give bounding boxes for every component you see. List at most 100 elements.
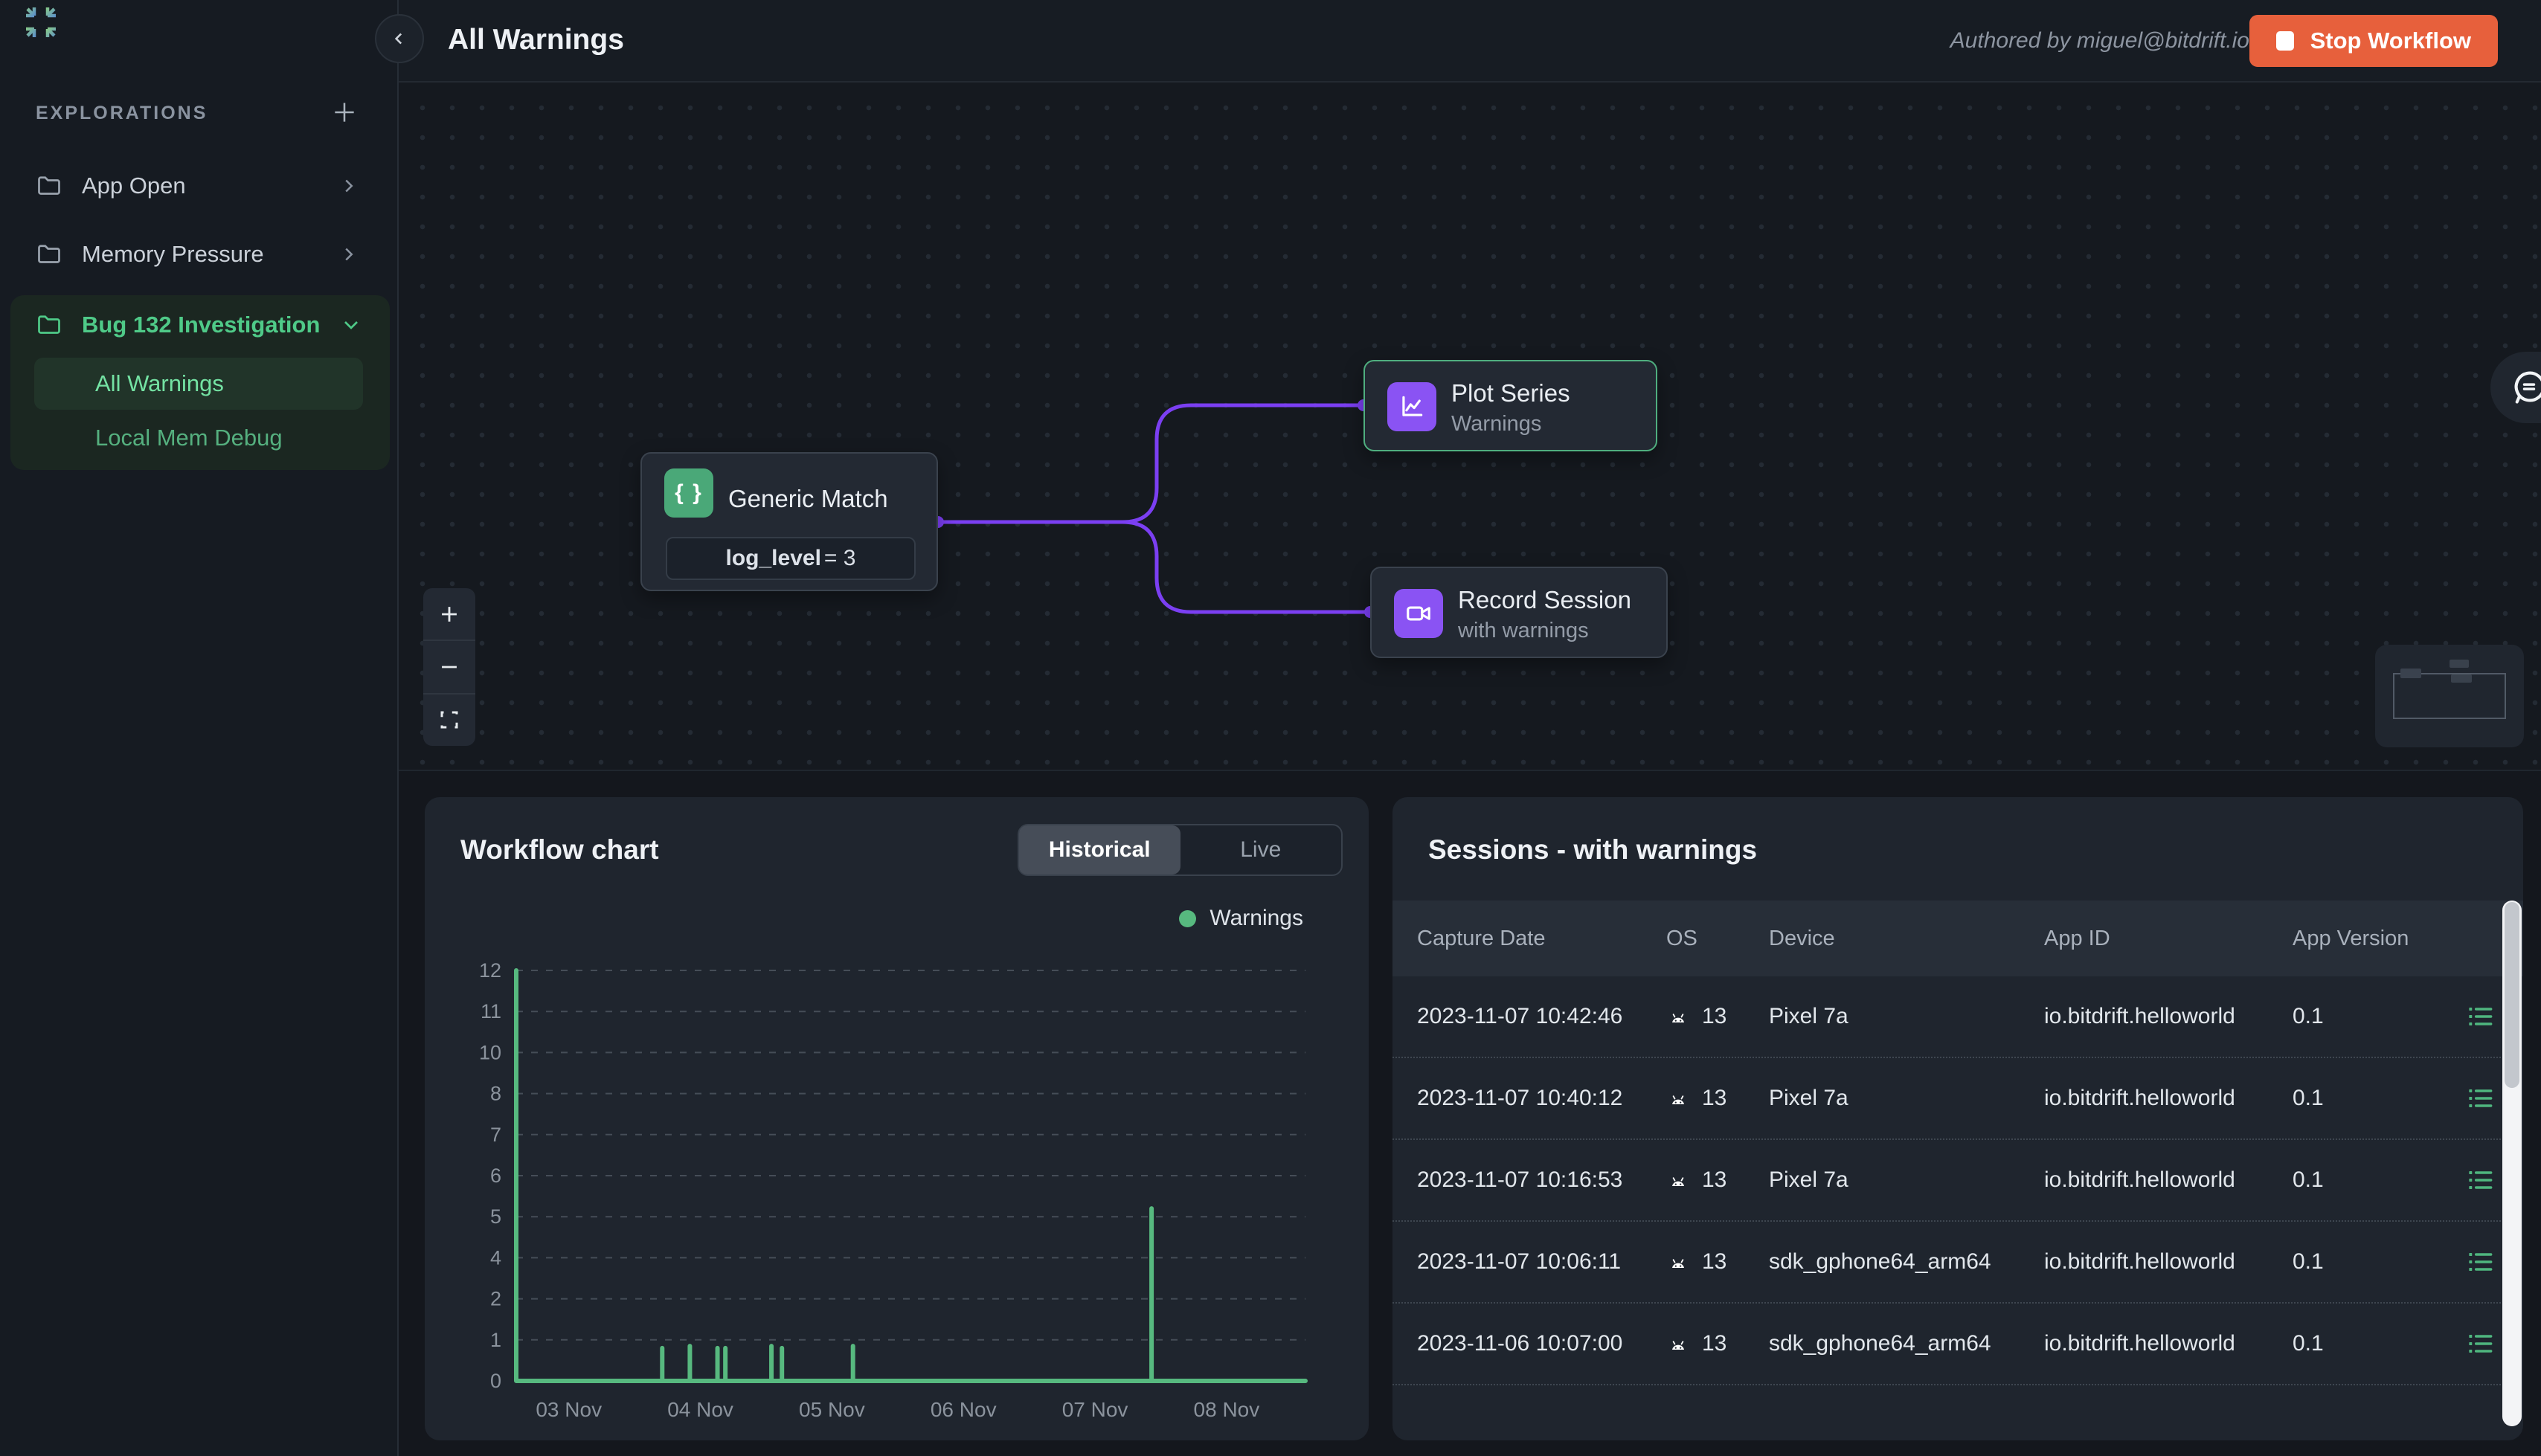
svg-text:11: 11 — [481, 1000, 501, 1022]
sessions-panel: Sessions - with warnings Capture Date OS… — [1392, 797, 2523, 1440]
node-generic-match[interactable]: { } Generic Match log_level = 3 — [640, 452, 938, 591]
session-actions-button[interactable] — [2464, 1000, 2496, 1033]
minus-icon — [442, 666, 457, 669]
svg-text:03 Nov: 03 Nov — [536, 1398, 602, 1421]
chevron-right-icon — [345, 179, 353, 193]
sidebar-item-app-open[interactable]: App Open — [18, 160, 381, 212]
node-title: Plot Series — [1451, 379, 1570, 407]
session-actions-button[interactable] — [2464, 1327, 2496, 1360]
zoom-in-button[interactable] — [423, 588, 475, 640]
cell-app-id: io.bitdrift.helloworld — [2044, 1249, 2235, 1274]
session-actions-button[interactable] — [2464, 1164, 2496, 1196]
col-app-version: App Version — [2293, 926, 2409, 950]
svg-text:05 Nov: 05 Nov — [799, 1398, 865, 1421]
cell-os: 13 — [1666, 1331, 1769, 1356]
cell-capture-date: 2023-11-07 10:06:11 — [1417, 1249, 1622, 1274]
video-camera-icon — [1394, 589, 1443, 638]
sidebar-item-memory-pressure[interactable]: Memory Pressure — [18, 228, 381, 280]
sidebar-collapse-button[interactable] — [375, 14, 424, 63]
cell-app-id: io.bitdrift.helloworld — [2044, 1086, 2235, 1110]
android-icon — [1672, 1177, 1684, 1186]
cell-device: Pixel 7a — [1769, 1167, 1848, 1192]
zoom-out-button[interactable] — [423, 640, 475, 692]
svg-text:8: 8 — [490, 1083, 501, 1105]
cell-os: 13 — [1666, 1167, 1769, 1193]
minimap-node — [2450, 660, 2469, 668]
svg-text:10: 10 — [479, 1041, 501, 1063]
session-actions-button[interactable] — [2464, 1246, 2496, 1278]
condition-value: = 3 — [823, 546, 856, 570]
col-app-id: App ID — [2044, 926, 2110, 950]
col-capture-date: Capture Date — [1417, 926, 1546, 950]
col-os: OS — [1666, 926, 1697, 950]
sidebar-item-local-mem-debug[interactable]: Local Mem Debug — [34, 414, 363, 462]
sessions-scrollbar[interactable] — [2502, 901, 2522, 1426]
android-icon — [1672, 1259, 1684, 1268]
session-logs-icon — [2469, 1089, 2493, 1107]
sidebar-item-all-warnings[interactable]: All Warnings — [34, 358, 363, 410]
minimap-node — [2451, 674, 2472, 683]
sidebar-group-bug-132: Bug 132 Investigation All Warnings Local… — [10, 295, 390, 470]
tab-historical[interactable]: Historical — [1019, 825, 1180, 874]
session-actions-button[interactable] — [2464, 1082, 2496, 1115]
folder-icon — [38, 315, 60, 334]
svg-text:7: 7 — [490, 1124, 501, 1146]
cell-device: Pixel 7a — [1769, 1086, 1848, 1110]
chat-drawer-button[interactable] — [2490, 352, 2541, 423]
cell-app-version: 0.1 — [2293, 1086, 2324, 1110]
cell-os: 13 — [1666, 1086, 1769, 1111]
cell-app-version: 0.1 — [2293, 1004, 2324, 1028]
cell-device: sdk_gphone64_arm64 — [1769, 1249, 1991, 1274]
session-logs-icon — [2469, 1171, 2493, 1189]
chat-bubble-icon — [2514, 371, 2541, 404]
sessions-scrollbar-thumb[interactable] — [2505, 902, 2519, 1088]
bitdrift-logo-icon — [24, 7, 58, 37]
sidebar-item-label: All Warnings — [95, 370, 224, 396]
session-logs-icon — [2469, 1253, 2493, 1271]
fit-view-button[interactable] — [423, 692, 475, 746]
plus-icon — [442, 606, 457, 622]
folder-icon — [38, 176, 60, 195]
node-subtitle: with warnings — [1458, 619, 1589, 642]
node-condition-pill[interactable]: log_level = 3 — [666, 537, 916, 580]
chevron-left-icon — [394, 33, 402, 45]
sidebar: EXPLORATIONS App Open Memory Pressure Bu… — [0, 0, 399, 1456]
cell-capture-date: 2023-11-07 10:42:46 — [1417, 1004, 1623, 1028]
workflow-canvas[interactable]: { } Generic Match log_level = 3 Plot Ser… — [399, 83, 2541, 771]
braces-icon: { } — [664, 468, 713, 518]
cell-app-id: io.bitdrift.helloworld — [2044, 1004, 2235, 1028]
canvas-zoom-controls — [423, 588, 475, 746]
stop-workflow-button[interactable]: Stop Workflow — [2249, 15, 2498, 67]
sidebar-group-header[interactable]: Bug 132 Investigation — [10, 295, 390, 355]
sidebar-item-label: Local Mem Debug — [95, 425, 283, 451]
node-plot-series[interactable]: Plot Series Warnings — [1363, 360, 1657, 451]
condition-key: log_level — [725, 546, 821, 570]
cell-capture-date: 2023-11-06 10:07:00 — [1417, 1331, 1623, 1356]
add-exploration-icon[interactable] — [330, 98, 359, 126]
workflow-chart-title: Workflow chart — [460, 834, 659, 865]
svg-text:06 Nov: 06 Nov — [931, 1398, 997, 1421]
legend-dot-warnings — [1179, 909, 1197, 927]
android-icon — [1672, 1095, 1684, 1104]
node-record-session[interactable]: Record Session with warnings — [1370, 567, 1668, 658]
chevron-down-icon — [344, 321, 358, 329]
tab-live[interactable]: Live — [1240, 837, 1282, 862]
authored-by-label: Authored by miguel@bitdrift.io — [1950, 28, 2249, 53]
sessions-table-header: Capture Date OS Device App ID App Versio… — [1392, 901, 2523, 976]
line-chart-icon — [1387, 382, 1436, 431]
sidebar-group-label: Bug 132 Investigation — [82, 312, 321, 338]
cell-device: Pixel 7a — [1769, 1004, 1848, 1028]
svg-text:04 Nov: 04 Nov — [667, 1398, 733, 1421]
svg-text:1: 1 — [490, 1329, 501, 1351]
workflow-chart-panel: Workflow chart Historical Live Warnings … — [425, 797, 1369, 1440]
canvas-minimap[interactable] — [2375, 645, 2524, 747]
folder-icon — [38, 245, 60, 263]
cell-app-id: io.bitdrift.helloworld — [2044, 1167, 2235, 1192]
